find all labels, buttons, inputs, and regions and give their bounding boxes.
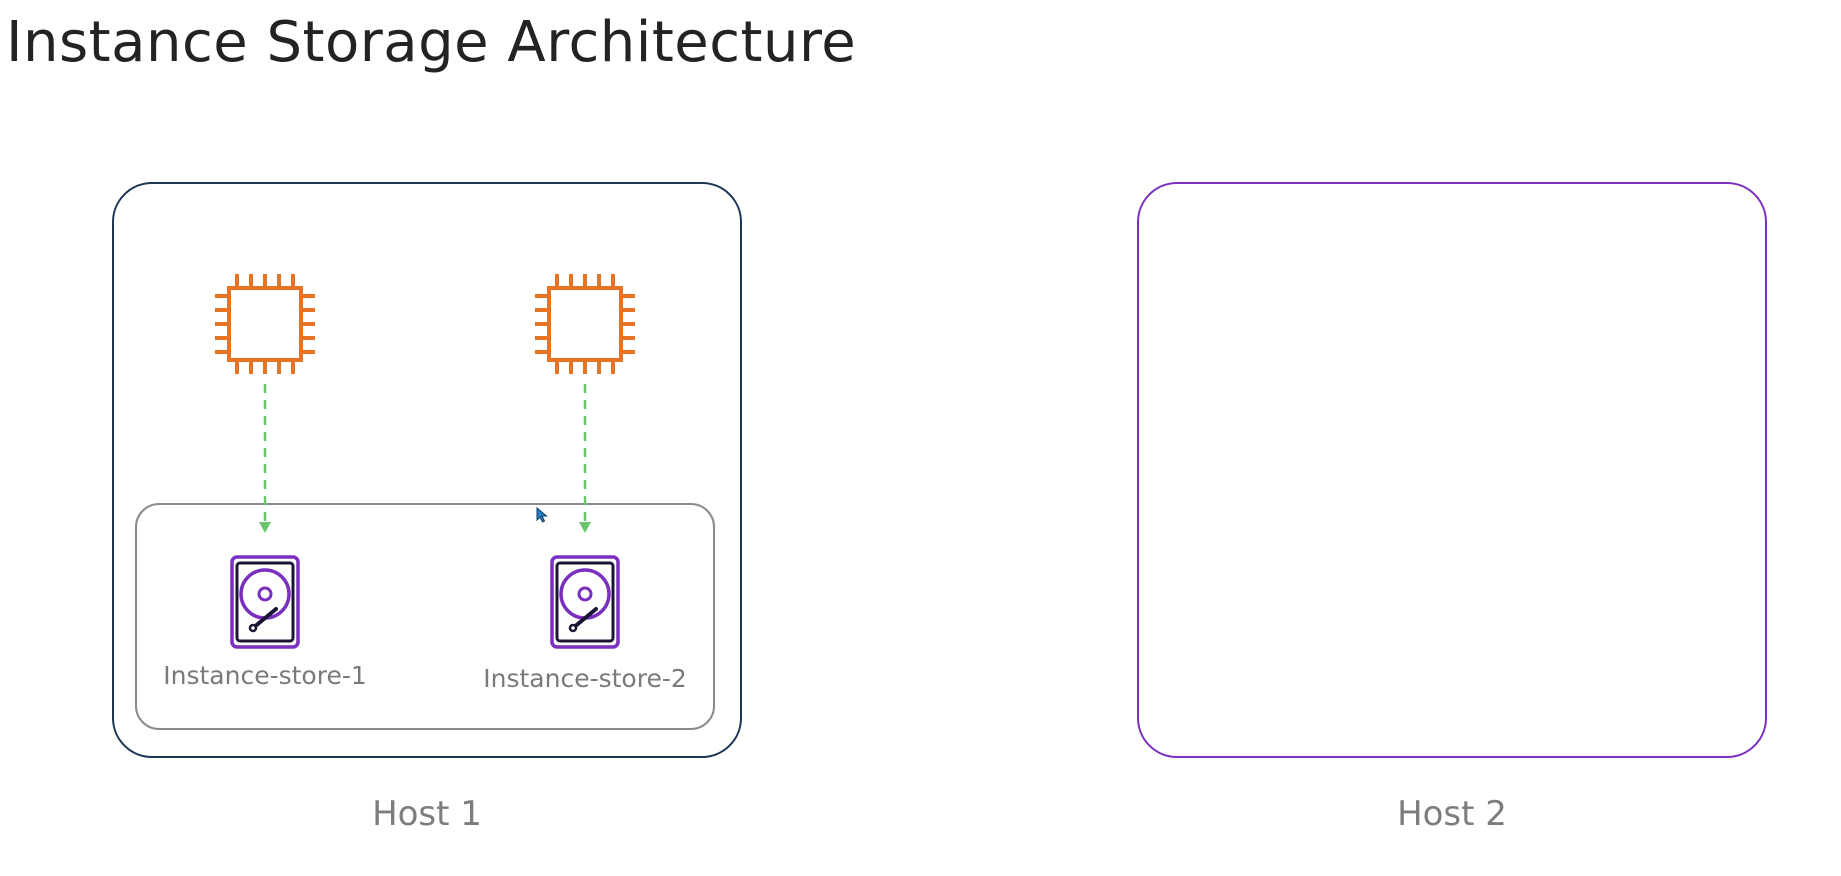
instance-store-group bbox=[135, 503, 715, 730]
host-2-box bbox=[1137, 182, 1767, 758]
host-1-label: Host 1 bbox=[372, 794, 482, 834]
cpu-chip-icon bbox=[215, 274, 315, 374]
host-2-label: Host 2 bbox=[1397, 794, 1507, 834]
hard-disk-icon bbox=[550, 555, 620, 649]
mouse-pointer-icon bbox=[536, 507, 548, 523]
instance-store-2-label: Instance-store-2 bbox=[483, 664, 687, 693]
hard-disk-icon bbox=[230, 555, 300, 649]
host-1-box bbox=[112, 182, 742, 758]
instance-store-1-label: Instance-store-1 bbox=[163, 661, 367, 690]
cpu-chip-icon bbox=[535, 274, 635, 374]
diagram-title: Instance Storage Architecture bbox=[6, 10, 857, 75]
